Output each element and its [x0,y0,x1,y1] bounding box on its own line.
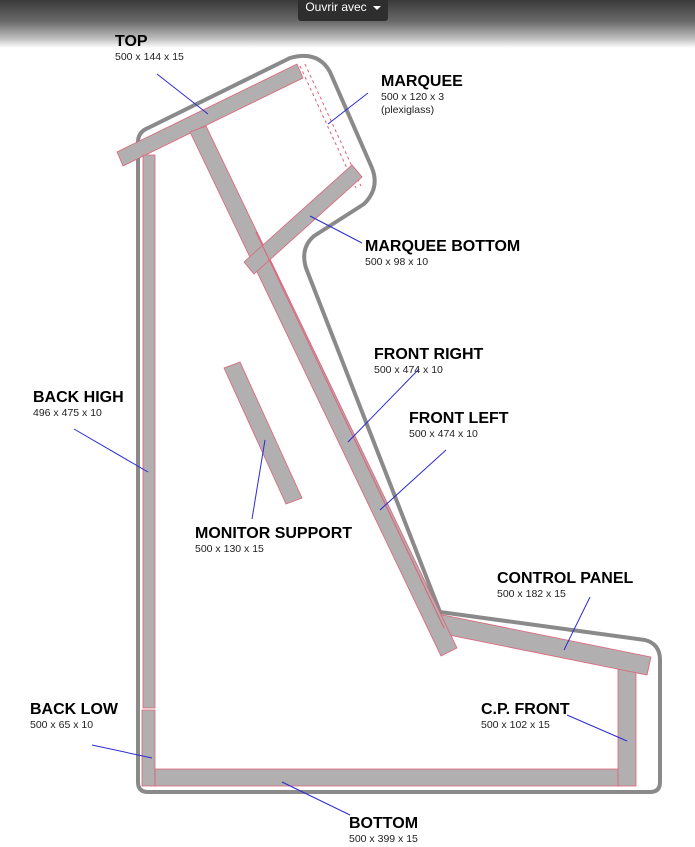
cabinet-outline [136,53,662,794]
label-monitor-support: MONITOR SUPPORT 500 x 130 x 15 [195,524,352,556]
leader-front-right [347,368,420,443]
viewer-top-bar: Ouvrir avec [0,0,695,48]
label-control-panel-title: CONTROL PANEL [497,570,634,587]
label-front-left-title: FRONT LEFT [409,410,509,427]
label-bottom-dims: 500 x 399 x 15 [349,833,418,845]
leader-back-high [73,428,149,473]
label-bottom: BOTTOM 500 x 399 x 15 [349,814,418,846]
open-with-button[interactable]: Ouvrir avec [298,0,388,21]
panel-top [116,63,304,167]
label-marquee-title: MARQUEE [381,73,463,90]
label-monitor-support-title: MONITOR SUPPORT [195,525,353,542]
panel-cp-front [617,657,637,787]
label-front-right-title: FRONT RIGHT [374,346,484,363]
label-control-panel-dims: 500 x 182 x 15 [497,588,566,600]
label-front-left: FRONT LEFT 500 x 474 x 10 [409,409,509,441]
leader-front-left [379,449,447,511]
label-back-high-dims: 496 x 475 x 10 [33,407,102,419]
label-front-right: FRONT RIGHT 500 x 474 x 10 [374,345,483,377]
label-top: TOP 500 x 144 x 15 [115,32,184,64]
label-marquee-bottom-title: MARQUEE BOTTOM [365,238,521,255]
panel-back-low [141,709,156,787]
leader-control-panel [563,596,591,651]
label-monitor-support-dims: 500 x 130 x 15 [195,543,264,555]
panel-marquee-bottom [243,164,363,275]
label-cp-front-dims: 500 x 102 x 15 [481,719,550,731]
label-front-left-dims: 500 x 474 x 10 [409,428,478,440]
label-back-low-dims: 500 x 65 x 10 [30,719,94,731]
label-marquee-bottom: MARQUEE BOTTOM 500 x 98 x 10 [365,237,520,269]
label-cp-front: C.P. FRONT 500 x 102 x 15 [481,700,570,732]
label-marquee: MARQUEE 500 x 120 x 3 (plexiglass) [381,72,463,117]
leader-back-low [91,744,153,759]
chevron-down-icon [372,6,381,10]
label-bottom-title: BOTTOM [349,815,419,832]
label-back-low-title: BACK LOW [30,701,118,718]
leader-bottom [281,781,351,816]
label-back-high-title: BACK HIGH [33,389,124,406]
panel-monitor-support [223,361,303,505]
label-top-title: TOP [115,33,148,50]
leader-top [156,73,209,115]
leader-cp-front [566,714,628,742]
panel-control [433,613,652,676]
open-with-label: Ouvrir avec [305,0,367,14]
label-marquee-note: (plexiglass) [381,104,435,116]
label-control-panel: CONTROL PANEL 500 x 182 x 15 [497,569,633,601]
marquee-plexiglass [299,65,357,189]
leader-monitor-support [251,439,266,520]
leader-marquee-bottom [309,215,363,244]
label-marquee-dims: 500 x 120 x 3 [381,91,445,103]
front-panel-edge [255,231,445,629]
marquee-plexiglass-edge [304,63,362,187]
label-back-low: BACK LOW 500 x 65 x 10 [30,700,118,732]
leader-marquee [327,92,369,125]
label-back-high: BACK HIGH 496 x 475 x 10 [33,388,124,420]
label-marquee-bottom-dims: 500 x 98 x 10 [365,256,429,268]
label-front-right-dims: 500 x 474 x 10 [374,364,443,376]
panel-back-high [142,154,156,709]
label-cp-front-title: C.P. FRONT [481,701,570,718]
panel-bottom [154,768,622,787]
label-top-dims: 500 x 144 x 15 [115,51,184,63]
